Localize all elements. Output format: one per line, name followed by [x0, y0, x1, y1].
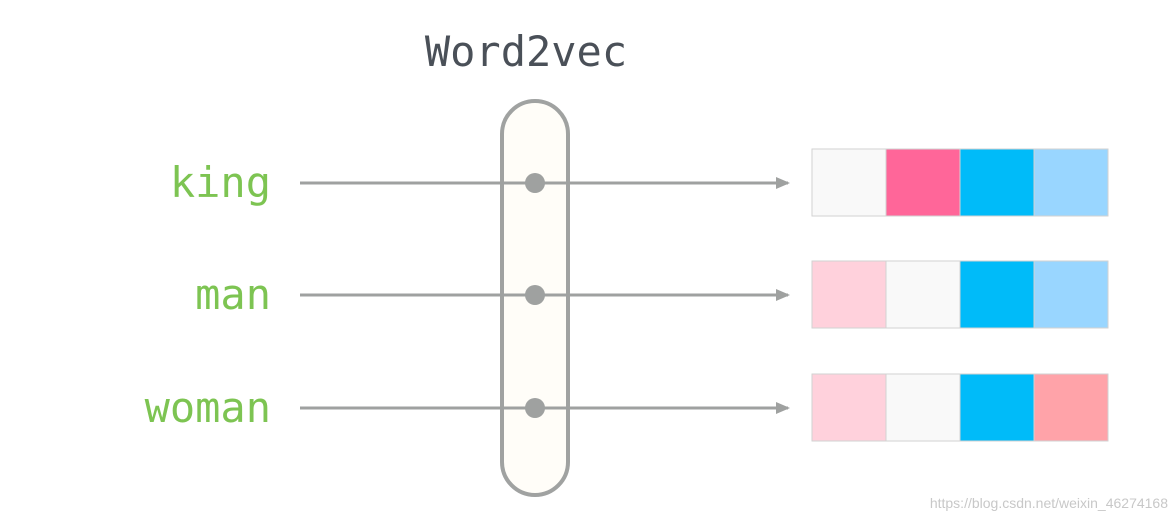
vector-cell	[959, 373, 1035, 442]
embedding-point	[525, 398, 545, 418]
vector-cell	[811, 260, 887, 329]
diagram-title: Word2vec	[425, 27, 627, 76]
vector-cell	[885, 260, 961, 329]
vector-cell	[885, 148, 961, 217]
vector-cell	[1033, 260, 1109, 329]
vector-cell	[885, 373, 961, 442]
embedding-point	[525, 173, 545, 193]
word-label: man	[195, 270, 271, 319]
word-row-king: king	[170, 148, 1109, 217]
watermark: https://blog.csdn.net/weixin_46274168	[930, 495, 1168, 511]
vector-cell	[959, 148, 1035, 217]
vector-cell	[1033, 373, 1109, 442]
vector-cell	[811, 373, 887, 442]
word-row-woman: woman	[145, 373, 1109, 442]
vector-cell	[959, 260, 1035, 329]
vector-cell	[1033, 148, 1109, 217]
word-label: woman	[145, 383, 271, 432]
embedding-vector	[811, 373, 1109, 442]
embedding-vector	[811, 148, 1109, 217]
word-rows: king man woman	[145, 148, 1109, 442]
word-row-man: man	[195, 260, 1109, 329]
embedding-vector	[811, 260, 1109, 329]
word-label: king	[170, 158, 271, 207]
vector-cell	[811, 148, 887, 217]
embedding-point	[525, 285, 545, 305]
